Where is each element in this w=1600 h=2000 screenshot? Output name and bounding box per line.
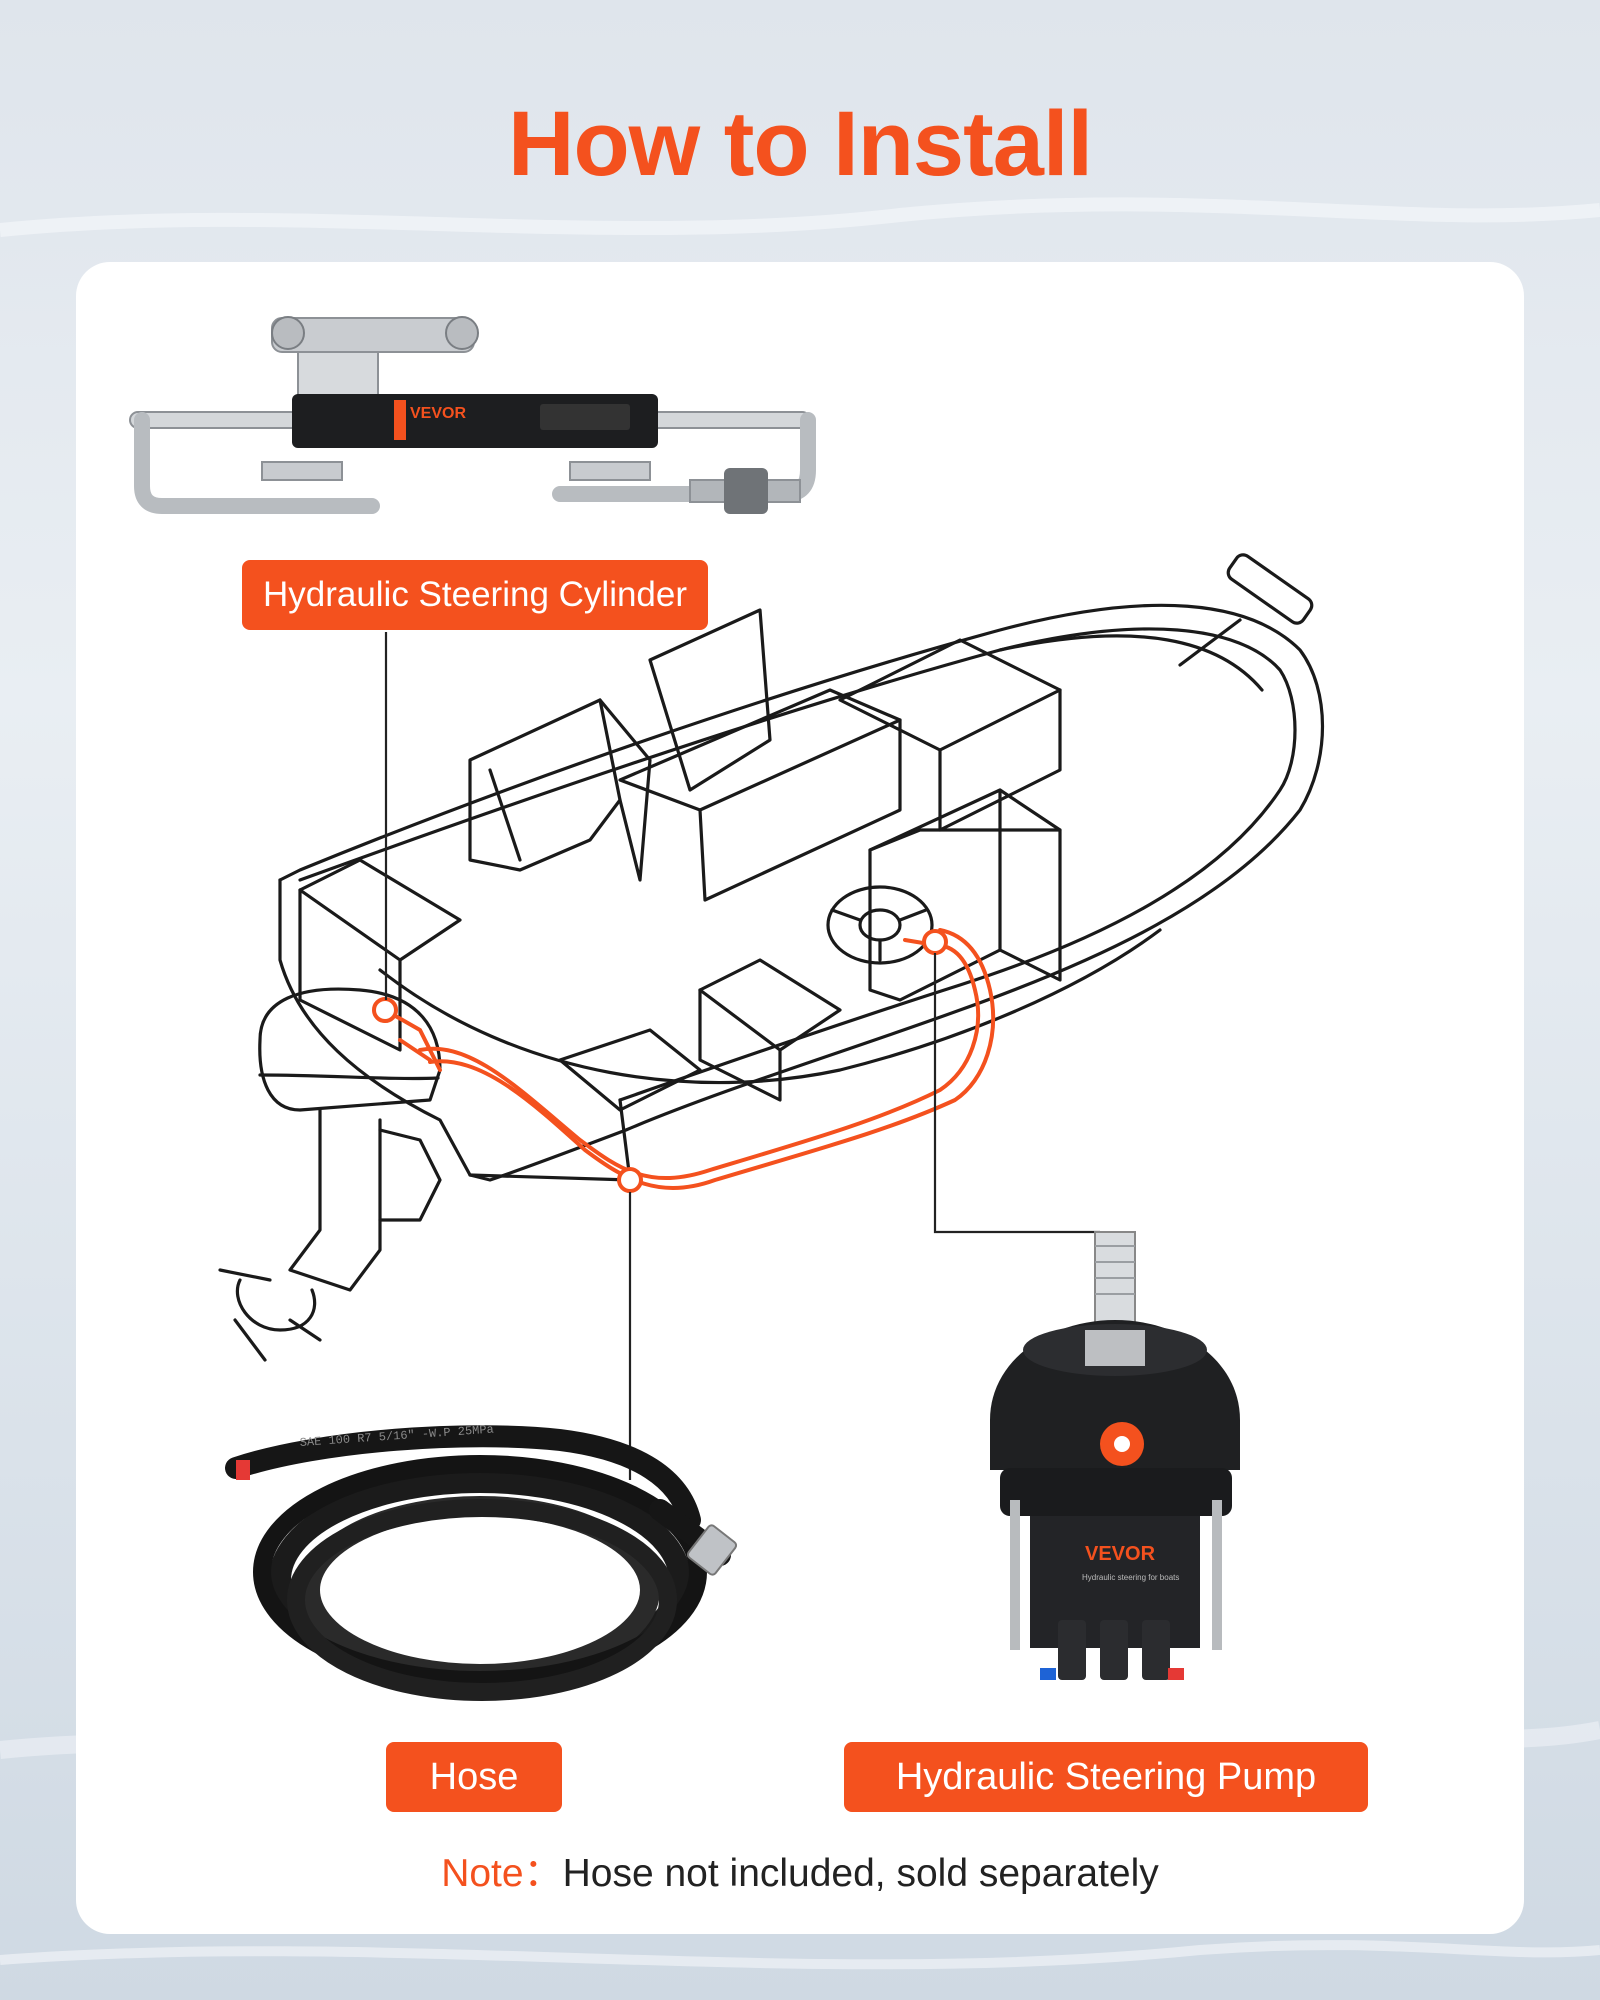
boat-illustration [218,553,1325,1362]
steering-pump-image: VEVOR Hydraulic steering for boats [990,1231,1240,1680]
leader-lines [384,632,1100,1480]
hose-connection-point [617,1167,643,1193]
pump-brand-text: VEVOR [1085,1543,1156,1565]
hose-routing [383,928,995,1190]
connection-points [372,929,948,1193]
cylinder-connection-point [372,997,398,1023]
hose-label: Hose [386,1742,562,1812]
hose-coil-image: SAE 100 R7 5/16" -W.P 25MPa [225,1422,738,1701]
content-card [76,262,1524,1934]
cylinder-label: Hydraulic Steering Cylinder [242,560,708,630]
pump-caption-text: Hydraulic steering for boats [1082,1573,1179,1582]
page-title: How to Install [508,93,1093,195]
note-key: Note： [441,1852,563,1895]
note-text: Hose not included, sold separately [562,1852,1159,1895]
pump-connection-point [922,929,948,955]
pump-label: Hydraulic Steering Pump [844,1742,1368,1812]
steering-cylinder-image: VEVOR [129,316,816,514]
note-line: Note：Hose not included, sold separately [0,1842,1600,1898]
cylinder-brand-text: VEVOR [410,405,466,422]
